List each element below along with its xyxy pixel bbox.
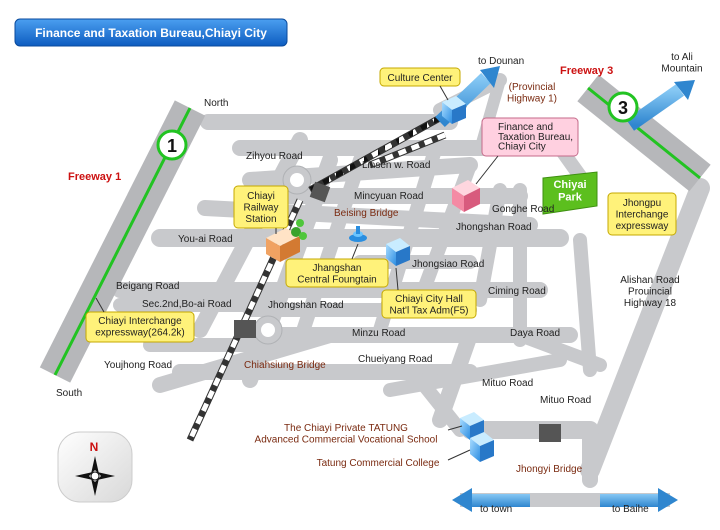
header-title: Finance and Taxation Bureau,Chiayi City [35, 26, 267, 40]
bureau-building [452, 180, 480, 212]
road-label-jhongsiao: Jhongsiao Road [412, 259, 484, 270]
jhongyi-bridge-block [539, 424, 561, 442]
culture-center-label: Culture Center [387, 73, 453, 84]
south-label: South [56, 388, 82, 399]
freeway-3 [577, 74, 711, 192]
freeway-3-number: 3 [618, 98, 628, 118]
road-label-chueiyang: Chueiyang Road [358, 354, 433, 365]
chiahsiung-bridge-block [234, 320, 256, 338]
north-label: North [204, 98, 228, 109]
freeway-1-number: 1 [167, 136, 177, 156]
road-label-mituo-2: Mituo Road [540, 395, 591, 406]
jhongyi-bridge-label: Jhongyi Bridge [516, 464, 583, 475]
dounan-label: to Dounan [478, 56, 524, 67]
road-label-ciming: Ciming Road [488, 286, 546, 297]
road-label-jhongshan-west: Jhongshan Road [268, 300, 344, 311]
compass-north-letter: N [90, 440, 99, 454]
road-network [112, 73, 710, 488]
college-building [470, 432, 494, 462]
freeway-3-label: Freeway 3 [560, 65, 613, 77]
compass-rose-icon: N [57, 431, 133, 503]
beising-bridge-block [309, 181, 331, 203]
town-label: to town [480, 504, 512, 515]
tatung-college-label: Tatung Commercial College [317, 458, 440, 469]
beising-bridge-label: Beising Bridge [334, 208, 399, 219]
tree-icon [291, 219, 307, 240]
freeway-1-shield: 1 [156, 129, 188, 161]
road-label-minzu: Minzu Road [352, 328, 405, 339]
road-label-mincyuan: Mincyuan Road [354, 191, 423, 202]
road-label-zihyou: Zihyou Road [246, 151, 303, 162]
road-label-daya: Daya Road [510, 328, 560, 339]
header-banner: Finance and Taxation Bureau,Chiayi City [14, 18, 288, 47]
road-label-beigang: Beigang Road [116, 281, 179, 292]
fountain-icon [349, 226, 367, 242]
freeway-3-shield: 3 [607, 91, 639, 123]
city-hall-building [386, 238, 410, 266]
freeway-1-label: Freeway 1 [68, 171, 121, 183]
culture-center-callout: Culture Center [379, 67, 461, 101]
arrow-town [452, 488, 530, 512]
road-label-sec2: Sec.2nd,Bo-ai Road [142, 299, 232, 310]
chiahsiung-bridge-label: Chiahsiung Bridge [244, 360, 326, 371]
arrow-ali [625, 80, 695, 131]
baihe-label: to Baihe [612, 504, 649, 515]
road-label-linsen: Linsen w. Road [362, 160, 430, 171]
arrow-baihe [600, 488, 678, 512]
road-label-youjhong: Youjhong Road [104, 360, 172, 371]
road-label-youai: You-ai Road [178, 234, 233, 245]
road-label-jhongshan-east: Jhongshan Road [456, 222, 532, 233]
road-label-gonghe: Gonghe Road [492, 204, 554, 215]
road-label-mituo-1: Mituo Road [482, 378, 533, 389]
